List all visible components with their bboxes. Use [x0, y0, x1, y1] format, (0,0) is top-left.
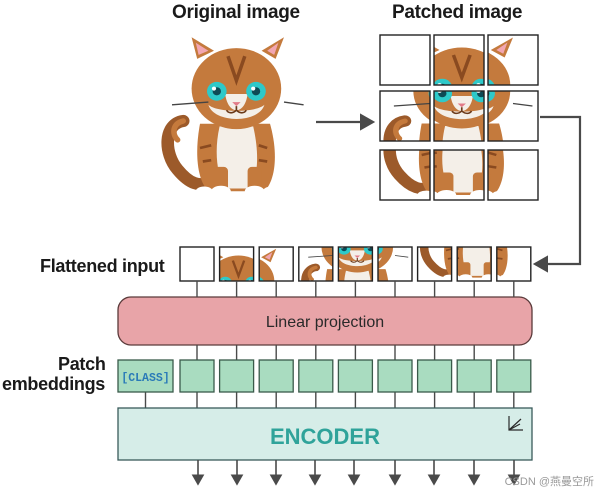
patch-r1-c3 [487, 34, 539, 86]
axes-icon [508, 416, 523, 431]
patched-image-grid [379, 34, 539, 201]
patch-r2-c2 [433, 90, 485, 142]
arrow-to-flattened [532, 115, 582, 273]
patch-embedding-2 [218, 359, 255, 393]
connectors [144, 281, 515, 408]
patch-r1-c1 [379, 34, 431, 86]
patch-embedding-8 [456, 359, 492, 393]
flattened-input-label: Flattened input [40, 256, 165, 276]
original-image-title: Original image [172, 2, 300, 23]
patch-embedding-row: [CLASS] [117, 359, 532, 393]
patch-embeddings-label-line1: Patch [58, 354, 106, 374]
original-cat-image [168, 37, 304, 196]
encoder-block: ENCODER [117, 407, 533, 461]
patch-embeddings-label-line2: embeddings [2, 374, 106, 394]
patch-embedding-5 [337, 359, 374, 393]
class-token-text: [CLASS] [121, 372, 169, 385]
flattened-patch-1 [179, 246, 215, 282]
flattened-patch-4 [298, 246, 334, 282]
patch-r3-c2 [433, 149, 485, 201]
flattened-input-row [179, 246, 532, 282]
encoder-text: ENCODER [270, 424, 380, 449]
encoder-output-arrows [191, 460, 521, 486]
flattened-patch-5 [337, 246, 374, 282]
patch-r3-c1 [379, 149, 431, 201]
patch-r3-c3 [487, 149, 539, 201]
patch-r2-c1 [379, 90, 431, 142]
patch-r2-c3 [487, 90, 539, 142]
patch-embedding-9 [496, 359, 532, 393]
flattened-patch-8 [456, 246, 492, 282]
linear-projection-block: Linear projection [117, 296, 533, 346]
patched-image-title: Patched image [392, 2, 523, 23]
patch-r1-c2 [433, 34, 485, 86]
class-token-box [117, 359, 174, 393]
patch-embedding-7 [416, 359, 453, 393]
patch-embedding-4 [298, 359, 334, 393]
flattened-patch-7 [416, 246, 453, 282]
patch-embedding-6 [377, 359, 413, 393]
watermark: CSDN @燕曼空所 [504, 476, 594, 488]
linear-projection-text: Linear projection [266, 314, 384, 331]
patch-embedding-1 [179, 359, 215, 393]
patch-embedding-3 [258, 359, 294, 393]
